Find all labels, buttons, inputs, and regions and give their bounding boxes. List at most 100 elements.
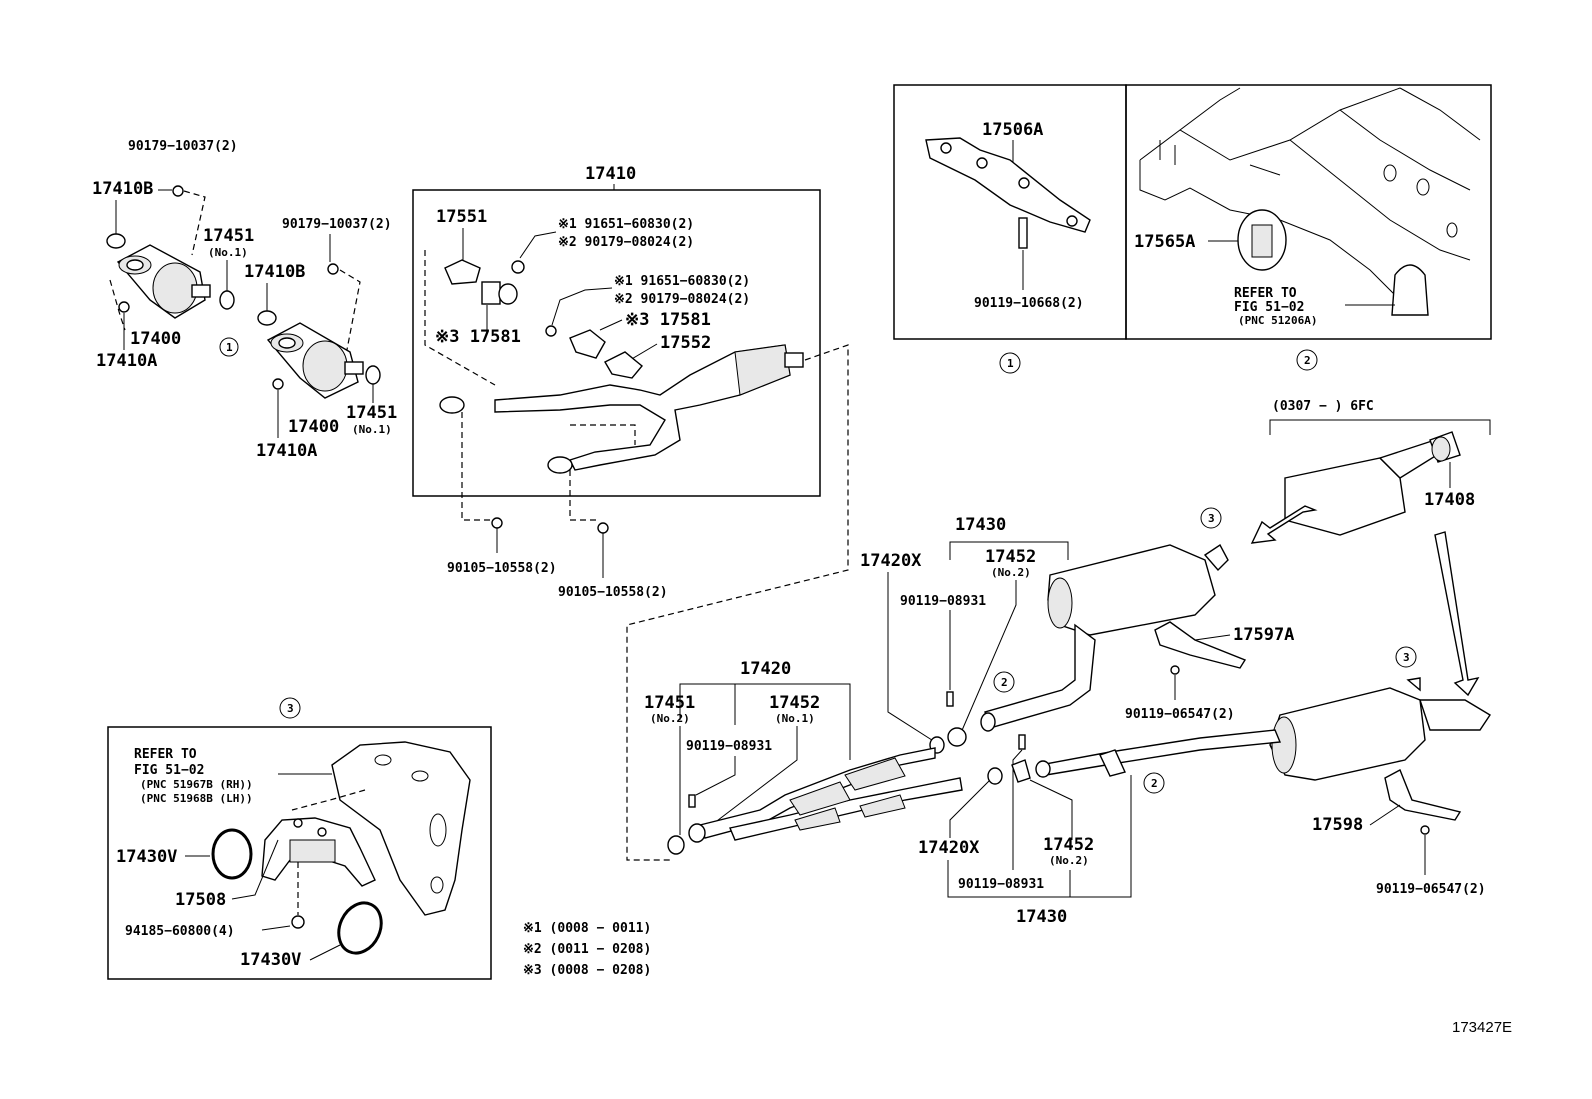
callout-number-3-box: 3 [287, 702, 294, 715]
part-label-17506A: 17506A [982, 120, 1043, 140]
part-label-17452-top: 17452 [985, 547, 1036, 567]
part-label-90119-08931-mid: 90119−08931 [686, 739, 772, 754]
center-pipe-group: 17420 17451 (No.2) 17452 (No.1) 90119−08… [644, 659, 1132, 927]
callout-circle-1-box [999, 352, 1021, 374]
heat-insulator-17597A [1154, 621, 1247, 669]
manifold-group: 90179−10037(2) 17410B 17451 (No.1) 17400… [92, 139, 397, 461]
note-label-1b: ※1 91651−60830(2) [614, 274, 750, 289]
part-label-17410B-a: 17410B [92, 179, 153, 199]
callout-number-1-left: 1 [226, 341, 233, 354]
rear-muffler-group: (0307 − ) 6FC 17408 3 17430 17420X 17452… [860, 399, 1491, 897]
exhaust-manifold-b [266, 322, 364, 399]
part-label-17581-a: ※3 17581 [435, 327, 521, 347]
legend-line-2: ※2 (0011 − 0208) [523, 942, 651, 957]
refer-box2-line1: REFER TO [1234, 286, 1297, 301]
part-label-17420X-bot: 17420X [918, 838, 980, 858]
part-label-17452-bot-sub: (No.2) [1049, 854, 1089, 867]
part-label-17410A-a: 17410A [96, 351, 157, 371]
center-exhaust-pipe [699, 747, 963, 841]
part-label-17430V-a: 17430V [116, 847, 177, 867]
refer-box2-line2: FIG 51−02 [1234, 300, 1304, 315]
part-label-17420: 17420 [740, 659, 791, 679]
part-label-17430-top: 17430 [955, 515, 1006, 535]
front-pipe-box: 17410 17551 ※1 91651−60830(2) ※2 90179−0… [412, 164, 849, 861]
refer-box3-line2: FIG 51−02 [134, 763, 204, 778]
callout-number-1-box: 1 [1007, 357, 1014, 370]
part-label-17597A: 17597A [1233, 625, 1294, 645]
callout-circle-3-a [1200, 507, 1222, 529]
note-label-2a: ※2 90179−08024(2) [558, 235, 694, 250]
part-label-17452-top-sub: (No.2) [991, 566, 1031, 579]
part-label-17451-c-sub: (No.2) [650, 712, 690, 725]
part-label-17452-c: 17452 [769, 693, 820, 713]
part-label-90105-a: 90105−10558(2) [447, 561, 557, 576]
part-label-17410A-b: 17410A [256, 441, 317, 461]
part-label-17420X-top: 17420X [860, 551, 922, 571]
vehicle-frame-drawing [1139, 87, 1481, 316]
part-label-17581-b: ※3 17581 [625, 310, 711, 330]
callout-circle-3-box [279, 697, 301, 719]
part-label-90179-10037-a: 90179−10037(2) [128, 139, 238, 154]
part-label-17410: 17410 [585, 164, 636, 184]
callout-number-3-a: 3 [1208, 512, 1215, 525]
part-label-17400-a: 17400 [130, 329, 181, 349]
main-muffler-bottom [1039, 677, 1491, 781]
part-label-17430V-b: 17430V [240, 950, 301, 970]
refer-box2-line3: (PNC 51206A) [1238, 314, 1317, 327]
part-label-90119-06547-b: 90119−06547(2) [1376, 882, 1486, 897]
part-label-90179-10037-b: 90179−10037(2) [282, 217, 392, 232]
heat-insulator-17598 [1384, 769, 1462, 821]
detail-box-1-2: 17506A 90119−10668(2) 17565A REFER TO FI… [893, 84, 1492, 374]
part-label-17551: 17551 [436, 207, 487, 227]
part-label-17508: 17508 [175, 890, 226, 910]
tail-muffler-6fc [1284, 439, 1447, 536]
bracket-assembly [331, 741, 471, 916]
callout-circle-2-b [1143, 772, 1165, 794]
range-label-0307: (0307 − ) 6FC [1272, 399, 1374, 414]
refer-box3-line3: (PNC 51967B (RH)) [140, 778, 253, 791]
part-label-17451-b: 17451 [346, 403, 397, 423]
part-label-17565A: 17565A [1134, 232, 1195, 252]
part-label-90119-06547-a: 90119−06547(2) [1125, 707, 1235, 722]
part-label-17451-a: 17451 [203, 226, 254, 246]
part-label-17410B-b: 17410B [244, 262, 305, 282]
part-label-90119-08931-bot: 90119−08931 [958, 877, 1044, 892]
callout-number-3-b: 3 [1403, 651, 1410, 664]
hanger-block-17508 [261, 817, 376, 887]
refer-box3-line1: REFER TO [134, 747, 197, 762]
detail-box-3: 3 REFER TO FIG 51−02 (PNC 51967B (RH)) (… [107, 697, 492, 980]
callout-circle-3-b [1395, 646, 1417, 668]
refer-box3-line4: (PNC 51968B (LH)) [140, 792, 253, 805]
part-label-17430-bot: 17430 [1016, 907, 1067, 927]
part-label-90119-08931-top: 90119−08931 [900, 594, 986, 609]
callout-circle-1-left [219, 337, 239, 357]
note-label-1a: ※1 91651−60830(2) [558, 217, 694, 232]
callout-number-2-box: 2 [1304, 354, 1311, 367]
part-label-17451-b-sub: (No.1) [352, 423, 392, 436]
hanger-rubber-17565A [1237, 209, 1287, 271]
part-label-90105-b: 90105−10558(2) [558, 585, 668, 600]
figure-id: 173427E [1452, 1019, 1512, 1036]
part-label-17598: 17598 [1312, 815, 1363, 835]
callout-number-2-a: 2 [1001, 676, 1008, 689]
callout-number-2-b: 2 [1151, 777, 1158, 790]
callout-circle-2-box [1296, 349, 1318, 371]
main-muffler-top [984, 543, 1229, 729]
part-label-17451-c: 17451 [644, 693, 695, 713]
part-label-17452-bot: 17452 [1043, 835, 1094, 855]
part-label-90119-10668: 90119−10668(2) [974, 296, 1084, 311]
tail-tip-17408 [1429, 431, 1461, 463]
exhaust-manifold-a [116, 244, 211, 319]
part-label-94185: 94185−60800(4) [125, 924, 235, 939]
part-label-17451-a-sub: (No.1) [208, 246, 248, 259]
part-label-17408: 17408 [1424, 490, 1475, 510]
legend-line-3: ※3 (0008 − 0208) [523, 963, 651, 978]
part-label-17552: 17552 [660, 333, 711, 353]
callout-circle-2-a [993, 671, 1015, 693]
part-label-17400-b: 17400 [288, 417, 339, 437]
legend: ※1 (0008 − 0011) ※2 (0011 − 0208) ※3 (00… [523, 921, 651, 978]
front-exhaust-pipe [439, 344, 804, 474]
part-label-17452-c-sub: (No.1) [775, 712, 815, 725]
bracket-17506A [925, 137, 1091, 233]
